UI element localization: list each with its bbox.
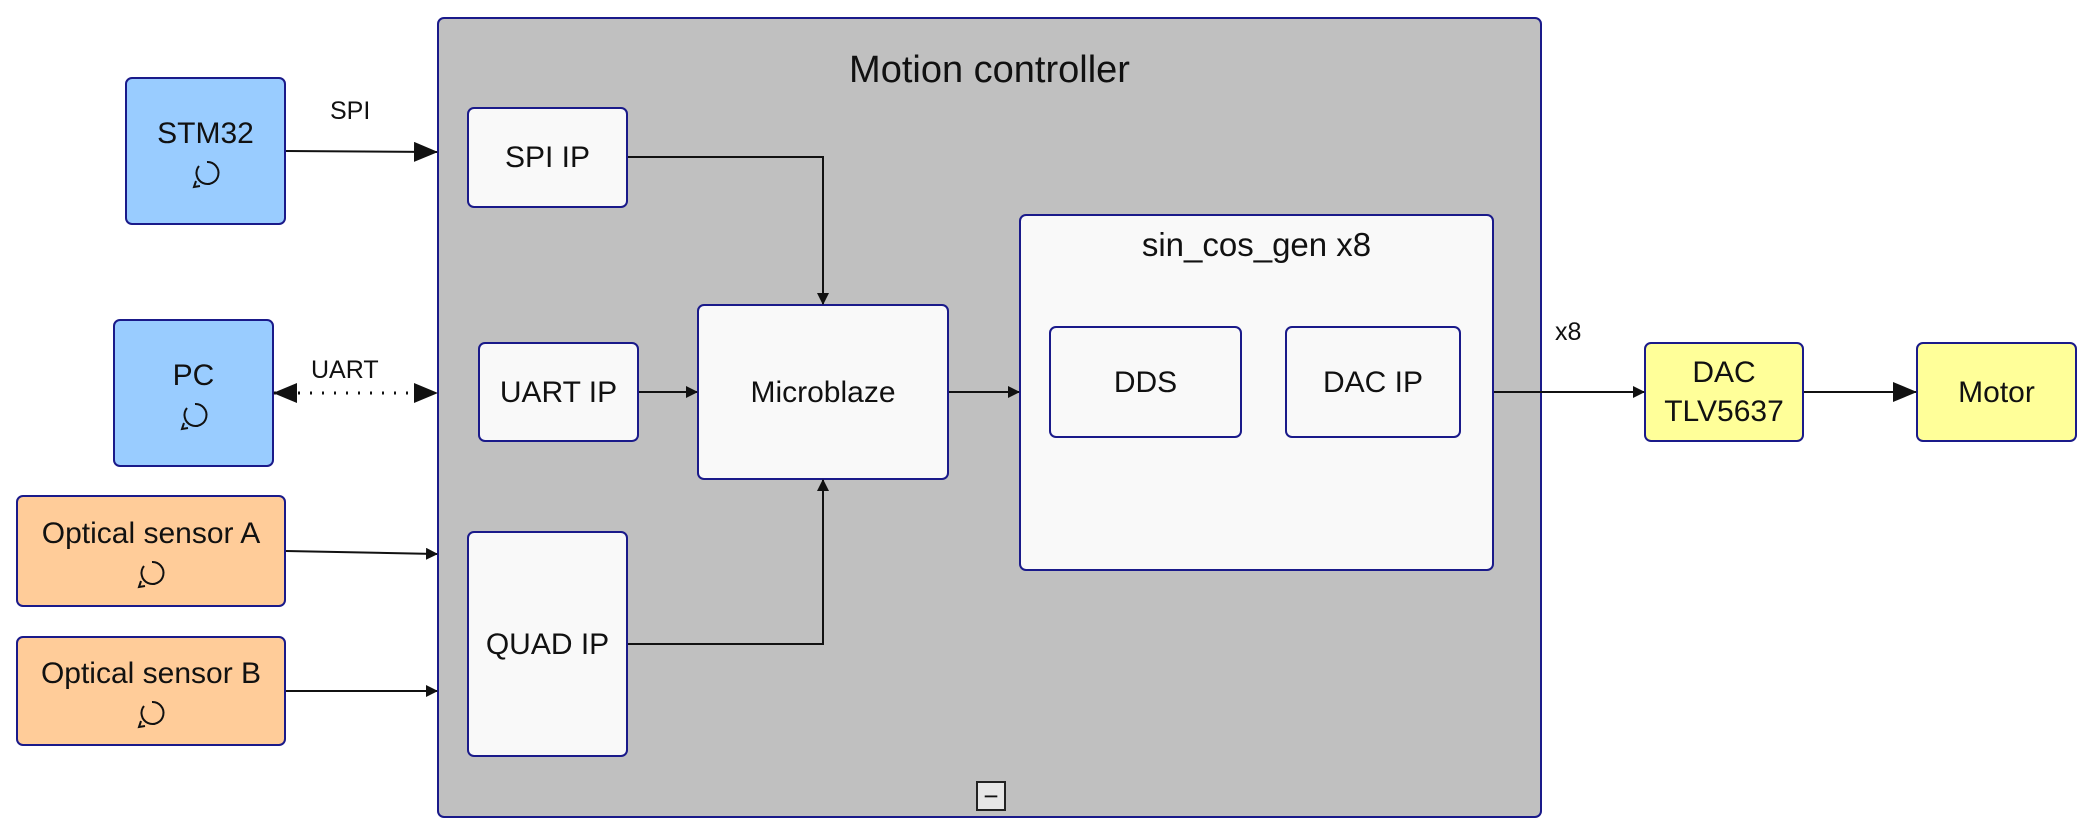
pc-block: PC: [113, 319, 274, 467]
dac-tlv5637-block: DAC TLV5637: [1644, 342, 1804, 442]
dds-label: DDS: [1113, 365, 1178, 399]
microblaze-label: Microblaze: [750, 375, 896, 409]
dac-label-line2: TLV5637: [1664, 395, 1784, 428]
sin-cos-gen-title: sin_cos_gen x8: [1141, 226, 1372, 263]
stm32-block: STM32: [125, 77, 286, 225]
cycle-icon: [137, 700, 165, 728]
motion-controller-title: Motion controller: [849, 49, 1130, 91]
edge-quad-ip-to-microblaze: [628, 479, 829, 645]
optical-sensor-a-block: Optical sensor A: [16, 495, 286, 607]
cycle-icon: [137, 560, 165, 588]
edge-label-uart: UART: [311, 356, 379, 384]
optical-sensor-a-label: Optical sensor A: [41, 516, 261, 550]
optical-sensor-b-label: Optical sensor B: [40, 656, 262, 690]
motor-label: Motor: [1958, 375, 2035, 409]
edge-optical-a-to-controller: [285, 547, 438, 560]
quad-ip-label: QUAD IP: [485, 627, 610, 661]
spi-ip-block: SPI IP: [467, 107, 628, 208]
edge-label-spi: SPI: [330, 97, 371, 125]
quad-ip-block: QUAD IP: [467, 531, 628, 757]
motor-block: Motor: [1916, 342, 2077, 442]
cycle-icon: [192, 160, 219, 188]
dac-ip-block: DAC IP: [1285, 326, 1461, 438]
dds-block: DDS: [1049, 326, 1242, 438]
edge-spi-ip-to-microblaze: [628, 156, 829, 305]
edge-stm32-to-controller: [285, 141, 438, 162]
cycle-icon: [180, 402, 207, 430]
edge-label-x8: x8: [1555, 318, 1582, 346]
dac-ip-label: DAC IP: [1322, 365, 1424, 399]
uart-ip-block: UART IP: [478, 342, 639, 442]
optical-sensor-b-block: Optical sensor B: [16, 636, 286, 746]
spi-ip-label: SPI IP: [504, 141, 591, 174]
pc-label: PC: [172, 358, 215, 392]
microblaze-block: Microblaze: [697, 304, 949, 480]
collapse-icon[interactable]: −: [976, 781, 1006, 811]
uart-ip-label: UART IP: [499, 375, 618, 409]
stm32-label: STM32: [157, 116, 254, 150]
dac-label-line1: DAC: [1692, 356, 1756, 389]
